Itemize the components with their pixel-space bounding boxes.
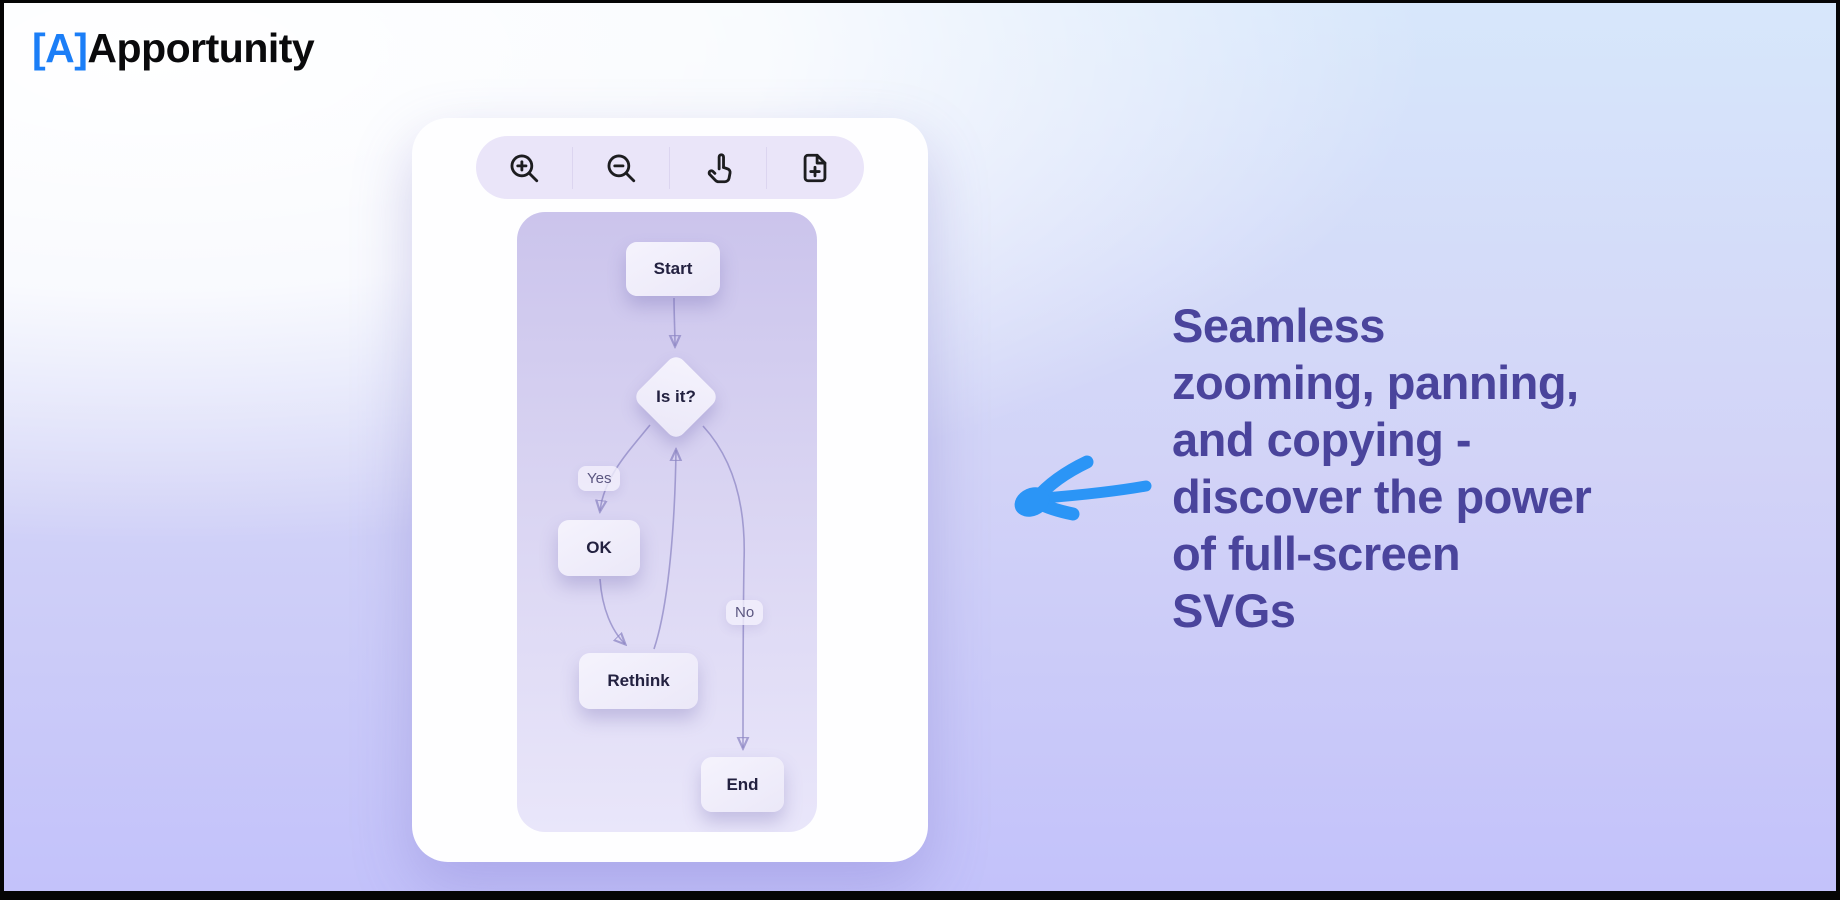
headline: Seamless zooming, panning, and copying -… xyxy=(1172,297,1592,639)
headline-line: SVGs xyxy=(1172,584,1296,637)
toolbar-divider xyxy=(669,146,670,189)
flowchart-node-rethink[interactable]: Rethink xyxy=(579,653,698,709)
edge-isit-end xyxy=(702,425,744,748)
zoom-in-icon xyxy=(510,154,539,182)
pan-button[interactable] xyxy=(670,136,766,199)
node-label: Is it? xyxy=(656,387,696,406)
headline-line: Seamless xyxy=(1172,299,1385,352)
zoom-out-button[interactable] xyxy=(573,136,669,199)
toolbar-divider xyxy=(766,146,767,189)
viewer-toolbar xyxy=(476,136,864,199)
svg-viewer-card: Start Is it? OK Rethink End Yes No xyxy=(412,118,928,862)
headline-line: discover the power xyxy=(1172,470,1592,523)
flowchart-node-end[interactable]: End xyxy=(701,757,784,812)
flowchart-edges xyxy=(517,297,817,832)
edge-start-isit xyxy=(674,297,675,346)
node-label: End xyxy=(726,774,759,794)
headline-line: of full-screen xyxy=(1172,527,1461,580)
node-label: OK xyxy=(586,538,612,557)
hand-drawn-arrow xyxy=(1014,455,1152,521)
zoom-out-icon xyxy=(607,154,636,182)
edge-isit-ok xyxy=(600,424,651,511)
new-file-button[interactable] xyxy=(767,136,863,199)
headline-line: zooming, panning, xyxy=(1172,356,1579,409)
toolbar-divider xyxy=(572,146,573,189)
flowchart-node-start[interactable]: Start xyxy=(626,242,720,296)
flowchart-node-ok[interactable]: OK xyxy=(558,520,640,576)
flowchart-canvas[interactable]: Start Is it? OK Rethink End Yes No xyxy=(517,212,817,832)
edge-ok-rethink xyxy=(599,578,625,644)
brand-name: Apportunity xyxy=(87,25,315,71)
hand-pointer-icon xyxy=(707,152,732,183)
zoom-in-button[interactable] xyxy=(476,136,572,199)
edge-label-no: No xyxy=(726,600,764,625)
headline-line: and copying - xyxy=(1172,413,1472,466)
brand-logo: [A]Apportunity xyxy=(32,25,315,72)
brand-mark: [A] xyxy=(32,25,88,71)
edge-label-yes: Yes xyxy=(578,466,621,491)
node-label: Rethink xyxy=(607,671,670,690)
file-plus-icon xyxy=(803,153,827,182)
edge-rethink-isit xyxy=(653,450,676,650)
node-label: Start xyxy=(653,259,693,278)
